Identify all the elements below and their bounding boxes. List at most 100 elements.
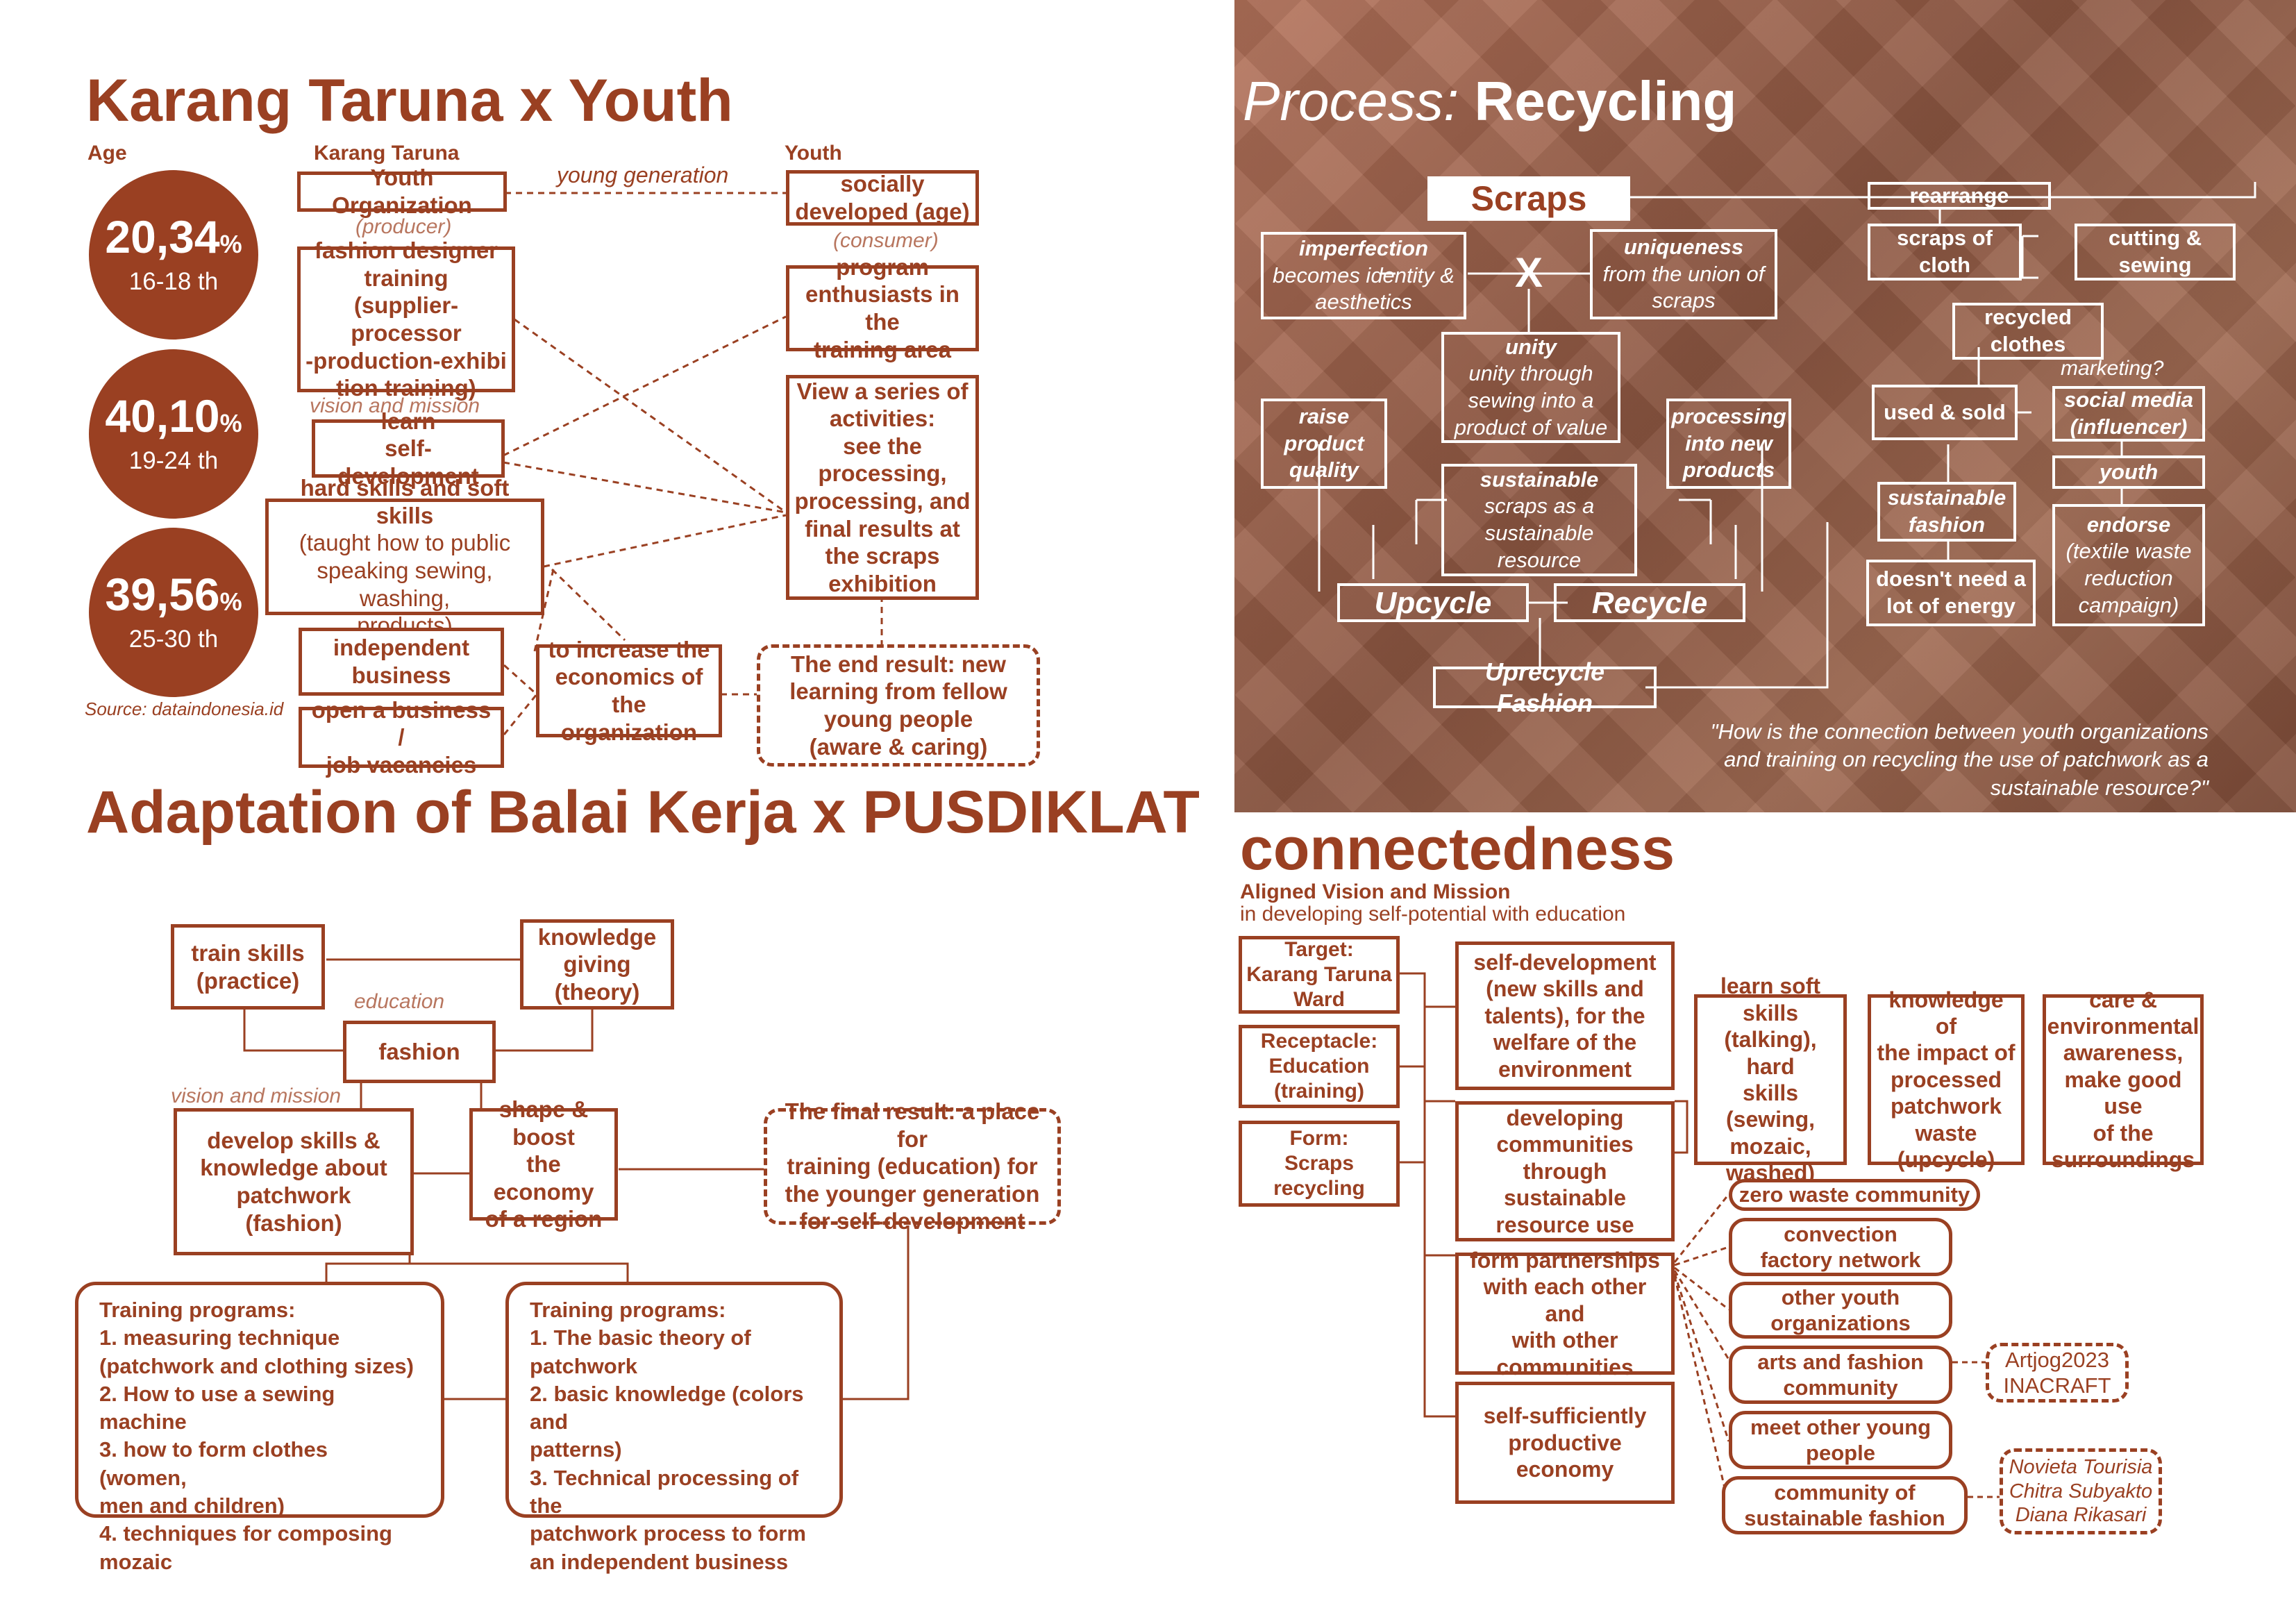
age-circle-19-24: 40,10% 19-24 th [89, 349, 258, 519]
consumer-label: (consumer) [833, 229, 939, 252]
endorse-title: endorse [2086, 512, 2171, 537]
fashion-box: fashion [343, 1021, 496, 1083]
uniqueness-title: uniqueness [1623, 234, 1744, 259]
artjog-inacraft-note: Artjog2023 INACRAFT [1986, 1343, 2129, 1403]
age-range: 16-18 th [128, 268, 219, 295]
upcycle-box: Upcycle [1337, 583, 1529, 622]
recycled-clothes-box: recycled clothes [1952, 303, 2104, 360]
karang-connectors [503, 192, 883, 735]
developing-communities-box: developing communities through sustainab… [1455, 1101, 1675, 1241]
section-title-connectedness: connectedness [1240, 816, 1675, 882]
connectedness-description: in developing self-potential with educat… [1240, 903, 1626, 926]
pct-value: 20,34 [105, 211, 220, 262]
self-sufficient-box: self-sufficiently productive economy [1455, 1382, 1675, 1504]
youth-box: youth [2052, 455, 2205, 489]
other-youth-organizations-pill: other youth organizations [1729, 1282, 1952, 1339]
imperfection-title: imperfection [1298, 235, 1429, 260]
uniqueness-detail: from the union of scraps [1602, 261, 1765, 313]
hard-soft-title: hard skills and soft skills [300, 475, 510, 528]
hard-soft-detail: (taught how to public speaking sewing, w… [299, 530, 511, 639]
sustainable-fashion-box: sustainable fashion [1877, 482, 2016, 542]
section-title-adaptation: Adaptation of Balai Kerja x PUSDIKLAT [86, 779, 1200, 846]
age-circle-25-30: 39,56% 25-30 th [89, 528, 258, 697]
col-header-age: Age [87, 142, 127, 165]
sustainable-fashion-community-pill: community of sustainable fashion [1722, 1476, 1968, 1534]
influencer-names-note: Novieta Tourisia Chitra Subyakto Diana R… [2000, 1448, 2162, 1534]
knowledge-impact-box: knowledge of the impact of processed pat… [1868, 987, 2025, 1172]
process-title-bold: Recycling [1474, 70, 1737, 132]
col-header-karang-taruna: Karang Taruna [314, 142, 460, 165]
age-range: 25-30 th [128, 626, 219, 653]
marketing-label: marketing? [2061, 357, 2164, 380]
hard-soft-skills-box: hard skills and soft skills (taught how … [265, 475, 544, 638]
develop-skills-box: develop skills & knowledge about patchwo… [174, 1108, 414, 1255]
care-environment-box: care & environmental awareness, make goo… [2043, 987, 2204, 1172]
socially-developed-box: socially developed (age) [786, 170, 979, 226]
imperfection-box: imperfection becomes identity & aestheti… [1261, 232, 1466, 319]
fashion-designer-training-box: fashion designer training (supplier-proc… [297, 237, 515, 401]
form-partnerships-box: form partnerships with each other and wi… [1455, 1248, 1675, 1380]
shape-boost-box: shape & boost the economy of a region [469, 1096, 618, 1232]
uniqueness-box: uniqueness from the union of scraps [1590, 229, 1777, 319]
youth-organization-box: Youth Organization [297, 165, 507, 218]
form-box: Form: Scraps recycling [1239, 1121, 1400, 1207]
target-box: Target: Karang Taruna Ward [1239, 936, 1400, 1014]
knowledge-giving-box: knowledge giving (theory) [520, 919, 674, 1010]
pct-symbol: % [219, 230, 242, 258]
program-item: 3. Technical processing of the patchwork… [530, 1465, 806, 1574]
scraps-of-cloth-box: scraps of cloth [1868, 224, 2022, 281]
independent-business-box: independent business [299, 628, 504, 696]
train-skills-box: train skills (practice) [171, 924, 325, 1010]
source-note: Source: dataindonesia.id [85, 698, 284, 719]
unity-detail: unity through sewing into a product of v… [1454, 361, 1608, 440]
young-generation-label: young generation [557, 162, 729, 187]
pct-symbol: % [219, 587, 242, 616]
unity-title: unity [1505, 334, 1557, 359]
education-label: education [354, 990, 445, 1013]
imperfection-detail: becomes identity & aesthetics [1273, 262, 1455, 315]
program-item: 1. measuring technique (patchwork and cl… [99, 1325, 414, 1378]
pct-value: 39,56 [105, 569, 220, 620]
pct-value: 40,10 [105, 390, 220, 442]
recycling-panel: Process: Recycling [1234, 0, 2296, 812]
scraps-box: Scraps [1427, 176, 1630, 221]
recycle-box: Recycle [1554, 583, 1745, 622]
increase-economics-box: to increase the economics of the organiz… [536, 637, 722, 745]
program-title: Training programs: [99, 1298, 296, 1322]
low-energy-box: doesn't need a lot of energy [1866, 560, 2036, 626]
process-title-italic: Process: [1243, 70, 1459, 132]
zero-waste-community-pill: zero waste community [1729, 1179, 1980, 1211]
raise-quality-box: raise product quality [1261, 399, 1387, 489]
endorse-box: endorse (textile waste reduction campaig… [2052, 504, 2205, 626]
final-result-box: The final result: a place for training (… [764, 1098, 1061, 1234]
endorse-detail: (textile waste reduction campaign) [2065, 539, 2192, 617]
sustainable-title: sustainable [1480, 467, 1599, 492]
age-range: 19-24 th [128, 447, 219, 474]
convection-network-pill: convection factory network [1729, 1218, 1952, 1276]
self-development-box: self-development (new skills and talents… [1455, 941, 1675, 1090]
program-item: 2. basic knowledge (colors and patterns) [530, 1381, 804, 1462]
used-sold-box: used & sold [1872, 385, 2018, 440]
producer-label: (producer) [355, 215, 452, 238]
processing-new-products-box: processing into new products [1666, 399, 1791, 489]
arts-fashion-community-pill: arts and fashion community [1729, 1346, 1952, 1404]
pct-symbol: % [219, 409, 242, 437]
social-media-box: social media (influencer) [2052, 386, 2205, 442]
research-question: "How is the connection between youth org… [1710, 719, 2209, 800]
cutting-sewing-box: cutting & sewing [2075, 224, 2236, 281]
meet-young-people-pill: meet other young people [1729, 1411, 1952, 1469]
section-title-karang: Karang Taruna x Youth [86, 67, 733, 134]
process-title: Process: Recycling [1243, 69, 1736, 133]
receptacle-box: Receptacle: Education (training) [1239, 1025, 1400, 1108]
program-item: 1. The basic theory of patchwork [530, 1325, 751, 1378]
rearrange-box: rearrange [1868, 182, 2051, 210]
age-circle-16-18: 20,34% 16-18 th [89, 170, 258, 340]
program-title: Training programs: [530, 1298, 726, 1322]
program-item: 2. How to use a sewing machine [99, 1381, 335, 1434]
learn-soft-skills-box: learn soft skills (talking), hard skills… [1694, 973, 1847, 1185]
col-header-youth: Youth [785, 142, 842, 165]
training-programs-practice: Training programs: 1. measuring techniqu… [75, 1282, 444, 1574]
sustainable-detail: scraps as a sustainable resource [1484, 494, 1595, 572]
vision-mission-label-2: vision and mission [171, 1085, 342, 1107]
